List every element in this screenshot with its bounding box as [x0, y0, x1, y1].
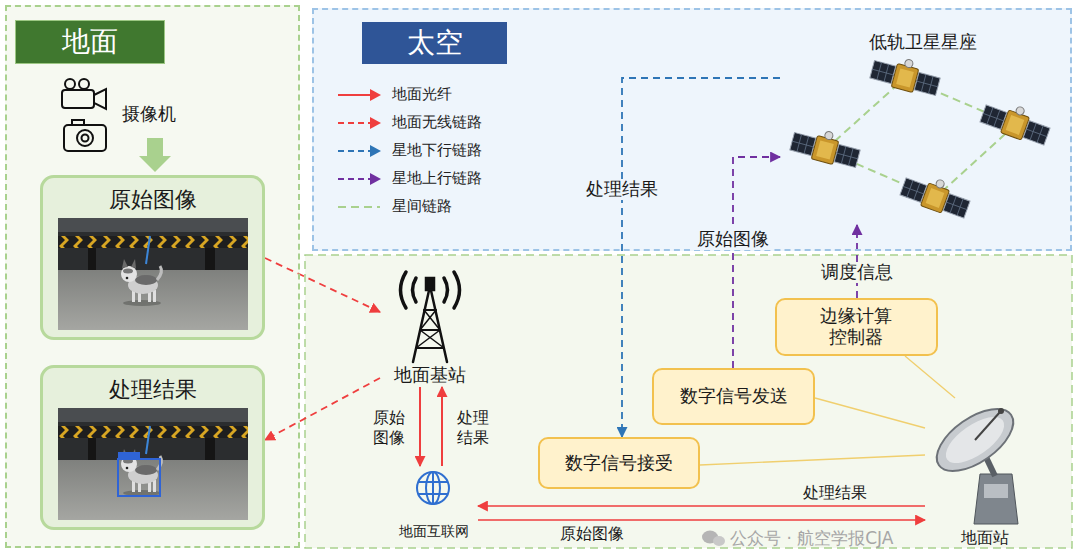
process-box: 数字信号接受 — [538, 437, 700, 489]
process-box: 数字信号发送 — [652, 368, 815, 425]
box-title: 处理结果 — [109, 377, 197, 402]
connector — [856, 225, 858, 298]
internet-node: 地面互联网 — [390, 466, 478, 540]
connector — [733, 157, 780, 368]
satellite-constellation: 低轨卫星星座 — [780, 30, 1065, 225]
connector — [478, 519, 925, 521]
image-box: 原始图像 — [40, 175, 265, 340]
ground-network-region — [305, 255, 1072, 548]
legend-row: 地面无线链路 — [336, 114, 482, 131]
watermark: 公众号 · 航空学报CJA — [730, 529, 893, 549]
camera-icons — [62, 79, 106, 151]
box-fill — [40, 175, 265, 340]
watermark-icon — [702, 531, 725, 547]
result-photo — [58, 408, 248, 520]
node-label: 地面互联网 — [399, 523, 469, 539]
space-panel-fill — [312, 8, 1072, 251]
satellites — [789, 51, 1053, 221]
legend-text: 星地下行链路 — [392, 142, 482, 159]
edge-label: 处理结果 — [583, 179, 661, 200]
region-panel: 太空 低轨卫星星座 — [312, 8, 1072, 251]
node-label: 地面基站 — [394, 365, 466, 386]
legend-text: 星间链路 — [392, 198, 452, 215]
edge-label: 原始图像 — [560, 525, 624, 543]
legend-line-sample — [336, 144, 382, 158]
ground-panel-fill — [5, 5, 300, 548]
group-label: 低轨卫星星座 — [869, 32, 977, 53]
box-label: 边缘计算 控制器 — [818, 306, 895, 347]
edge-label: 处理结果 — [803, 484, 867, 502]
legend-row: 星地下行链路 — [336, 142, 482, 159]
node-label: 地面站 — [961, 529, 1009, 547]
connector — [441, 387, 443, 466]
legend-row: 地面光纤 — [336, 86, 452, 103]
connector — [265, 378, 380, 440]
legend-line-sample — [336, 116, 382, 130]
legend-text: 星地上行链路 — [392, 170, 482, 187]
connector — [905, 356, 955, 398]
legend-text: 地面光纤 — [392, 86, 452, 103]
raw-photo — [58, 218, 248, 330]
legend-line-sample — [336, 172, 382, 186]
base-station: 地面基站 — [380, 265, 480, 387]
region-panel: 地面原始图像处理结果 — [5, 5, 300, 548]
connector — [478, 505, 925, 507]
connector — [815, 398, 925, 428]
legend-text: 地面无线链路 — [392, 114, 482, 131]
ground-station: 地面站 — [925, 398, 1045, 548]
legend-row: 星间链路 — [336, 198, 452, 215]
legend-line-sample — [336, 88, 382, 102]
tower-icon — [401, 272, 460, 362]
box-label: 数字信号发送 — [680, 386, 788, 407]
legend-line-sample — [336, 200, 382, 214]
flow-arrow — [139, 138, 171, 172]
edge-label: 调度信息 — [818, 262, 896, 283]
box-label: 数字信号接受 — [565, 453, 673, 474]
legend-row: 星地上行链路 — [336, 170, 482, 187]
region-heading: 太空 — [362, 22, 507, 64]
inter-satellite-links — [825, 78, 1015, 198]
process-box: 边缘计算 控制器 — [775, 298, 938, 356]
edge-label: 原始 图像 — [371, 408, 406, 448]
device-label: 摄像机 — [122, 104, 176, 125]
image-box: 处理结果 — [40, 365, 265, 530]
box-title: 原始图像 — [109, 187, 197, 212]
dish-antenna — [926, 397, 1023, 524]
region-heading: 地面 — [15, 20, 165, 64]
connector — [700, 455, 925, 465]
connector — [265, 258, 380, 312]
connector — [419, 387, 421, 466]
globe-icon — [417, 472, 449, 504]
edge-label: 处理 结果 — [455, 408, 490, 448]
edge-label: 原始图像 — [694, 229, 772, 250]
box-fill — [40, 365, 265, 530]
